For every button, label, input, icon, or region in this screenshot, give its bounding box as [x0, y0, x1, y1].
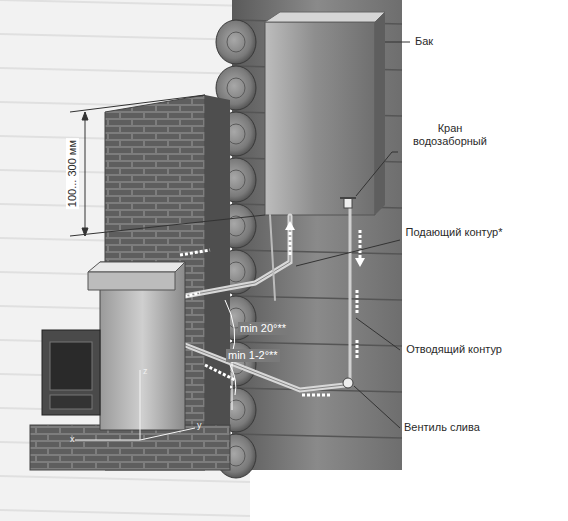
brick-screen [30, 95, 230, 470]
axes [140, 428, 195, 440]
sauna-stove [50, 395, 92, 409]
dimension-label: 100... 300 мм [66, 138, 79, 209]
flow-arrows [180, 250, 210, 255]
tank-label: Бак [415, 35, 475, 48]
leader-lines [385, 42, 410, 43]
sauna-stove [88, 262, 185, 272]
sauna-stove [42, 330, 100, 415]
flow-arrows [205, 365, 235, 380]
flow-arrows [285, 221, 295, 230]
angle-marks [232, 355, 233, 410]
flow-arrows [300, 394, 330, 397]
back-wall [0, 0, 250, 6]
water-tank [265, 22, 375, 215]
dimension-line [70, 215, 265, 236]
dimension-line [82, 112, 88, 120]
back-wall [0, 34, 250, 40]
axes [75, 440, 140, 441]
log-wall [232, 342, 402, 346]
sauna-stove [50, 342, 92, 390]
flow-arrows [356, 340, 359, 360]
leader-lines [296, 240, 400, 266]
axes [140, 370, 141, 440]
leader-lines [354, 386, 400, 428]
brick-screen [30, 425, 230, 470]
water-tap [340, 197, 356, 199]
drain-valve [343, 378, 353, 388]
water-tap [344, 198, 352, 208]
flow-arrows [289, 228, 292, 255]
angle-label: min 1-2°** [226, 349, 280, 362]
leader-lines [356, 152, 398, 196]
back-wall [0, 0, 250, 516]
back-wall [0, 0, 250, 521]
pipes [270, 215, 275, 300]
leader-lines [296, 42, 410, 428]
log-wall [216, 20, 256, 64]
tap-label: Кран водозаборный [400, 122, 500, 148]
drain-valve-label: Вентиль слива [404, 421, 514, 434]
water-tap [340, 198, 356, 208]
axis-label: y [197, 420, 202, 431]
return-circuit-label: Отводящий контур [404, 343, 504, 356]
drain-valve [343, 378, 353, 388]
back-wall [0, 476, 250, 482]
angle-marks [225, 300, 235, 355]
axis-label: z [143, 366, 148, 377]
back-wall [0, 510, 250, 516]
water-tank [265, 12, 385, 215]
pipes [185, 345, 345, 390]
water-tank [265, 12, 385, 22]
flow-arrows [359, 230, 362, 260]
log-wall [232, 0, 402, 470]
log-wall [227, 78, 245, 98]
axes [75, 370, 195, 440]
pipes [349, 200, 352, 385]
log-wall [232, 296, 402, 300]
supply-circuit-label: Подающий контур* [404, 226, 504, 239]
log-wall [227, 32, 245, 52]
dimension-line [85, 112, 86, 236]
sauna-stove [88, 272, 175, 290]
water-tank [375, 12, 385, 215]
flow-arrows [170, 221, 365, 395]
angle-marks [230, 365, 236, 395]
axis-label: x [70, 434, 75, 445]
log-wall [216, 0, 402, 478]
angle-label: min 20°** [238, 322, 288, 335]
log-wall [232, 250, 402, 254]
back-wall [0, 68, 250, 74]
flow-arrows [355, 258, 365, 267]
dimension-line [82, 228, 88, 236]
brick-screen [205, 95, 230, 470]
dimension-line [70, 95, 265, 236]
pipes [185, 200, 350, 390]
flow-arrows [356, 290, 359, 315]
dimension-line [70, 95, 205, 112]
leader-lines [356, 318, 400, 350]
back-wall [0, 0, 250, 521]
sauna-stove [42, 262, 185, 430]
pipes [185, 345, 345, 390]
log-wall [232, 434, 402, 438]
